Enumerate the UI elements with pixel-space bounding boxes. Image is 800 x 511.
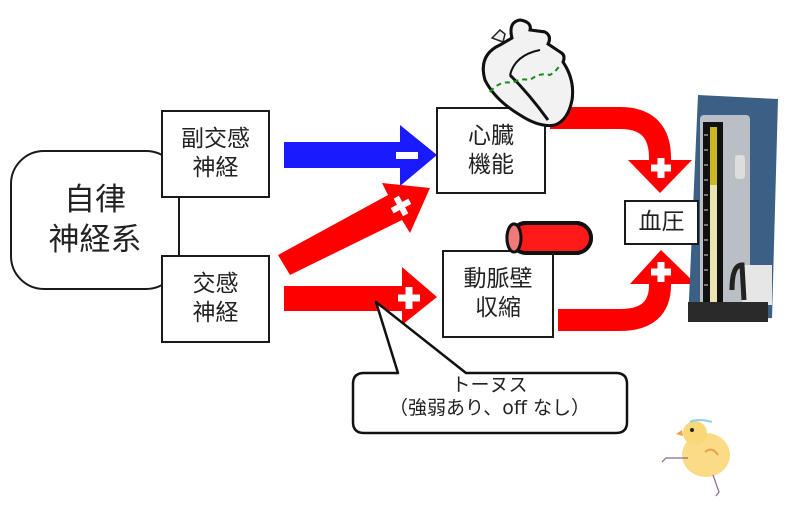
parasympathetic-node: 副交感 神経: [161, 110, 270, 198]
tonus-callout: トーヌス （強弱あり、off なし）: [352, 374, 627, 420]
node-label: 交感 神経: [192, 271, 239, 326]
node-label: 自律 神経系: [48, 182, 142, 258]
artery-image: [505, 221, 593, 255]
blood-pressure-node: 血圧: [624, 200, 699, 245]
arrow-heart-to-bloodpressure: [550, 107, 692, 193]
sympathetic-node: 交感 神経: [161, 255, 270, 343]
node-label: 副交感 神経: [181, 126, 250, 181]
node-label: 動脈壁 収縮: [463, 266, 533, 321]
heart-function-node: 心臓 機能: [436, 107, 546, 194]
node-label: 血圧: [638, 209, 685, 235]
arrow-sympathetic-to-artery: [284, 267, 437, 325]
sphygmomanometer-image: [688, 95, 778, 322]
autonomic-nervous-system-node: 自律 神経系: [10, 150, 180, 290]
tonus-callout-bubble: [351, 300, 629, 435]
callout-title: トーヌス: [451, 374, 528, 396]
arrow-parasympathetic-to-heart: [284, 125, 437, 186]
plus-sign-icon: [390, 195, 412, 217]
minus-sign-icon: [396, 152, 418, 159]
node-label: 心臓 機能: [468, 122, 514, 178]
chick-image: [661, 419, 730, 497]
arrow-artery-to-bloodpressure: [558, 250, 696, 331]
artery-contraction-node: 動脈壁 収縮: [442, 250, 554, 338]
plus-sign-icon: [651, 158, 671, 178]
plus-sign-icon: [398, 287, 420, 309]
plus-sign-icon: [651, 262, 671, 282]
callout-subtitle: （強弱あり、off なし）: [389, 397, 590, 419]
arrow-sympathetic-to-heart: [278, 183, 430, 275]
